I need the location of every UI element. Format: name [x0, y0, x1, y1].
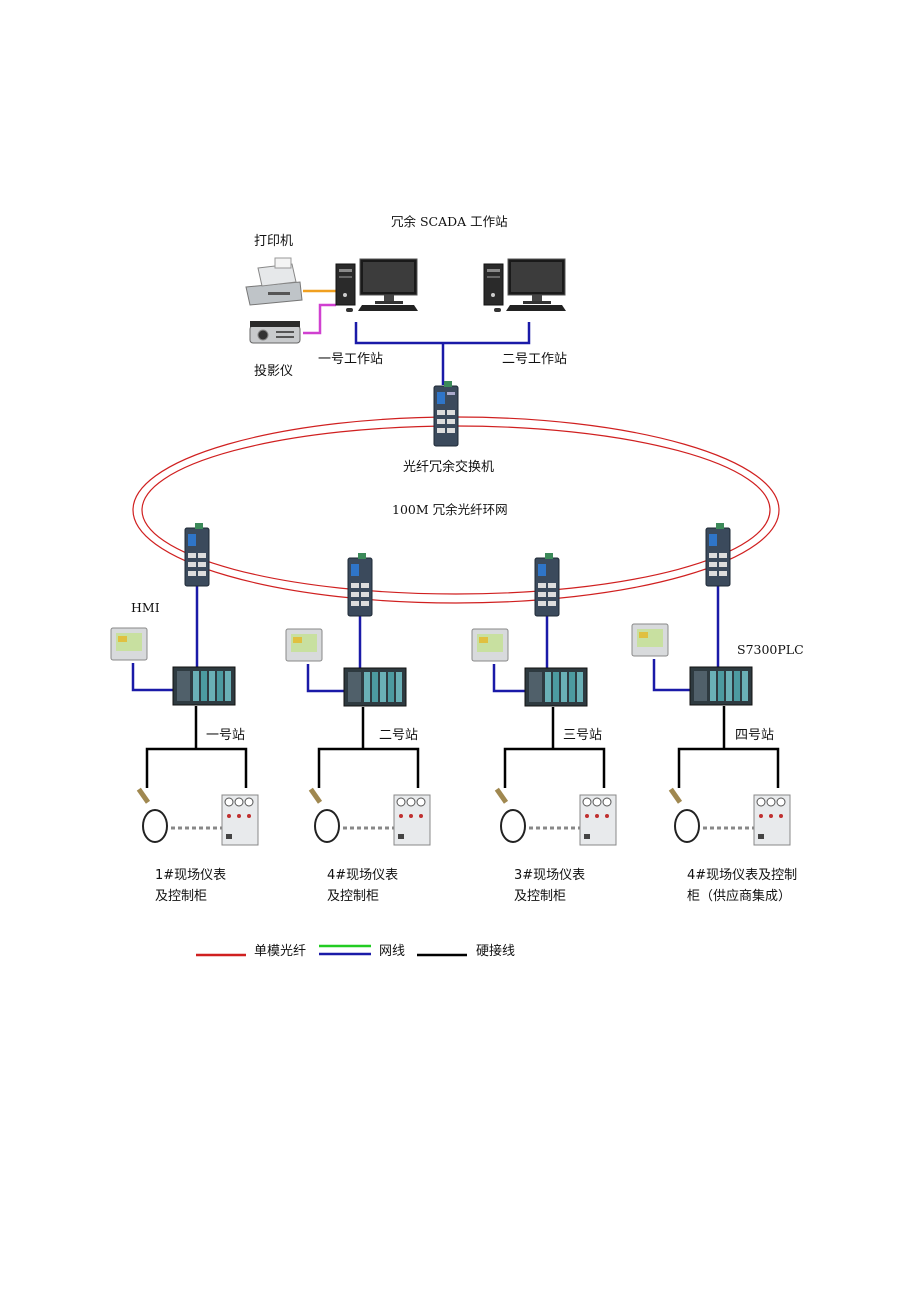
station-1	[110, 523, 259, 846]
station-4-hmi-icon	[631, 623, 669, 657]
station-2-switch-icon	[347, 553, 373, 617]
station-3-hmi-icon	[471, 628, 509, 662]
top-links	[303, 289, 531, 385]
station-4-field-label: 4#现场仪表及控制 柜（供应商集成）	[687, 865, 797, 907]
station-3-field-line2: 及控制柜	[514, 889, 567, 904]
station-2-hmi-link	[306, 664, 344, 693]
station-2-field-line1: 4#现场仪表	[327, 868, 399, 883]
station-3-hardwire-tree	[503, 747, 606, 788]
station-1-field-line1: 1#现场仪表	[155, 868, 227, 883]
station-4-name: 四号站	[735, 728, 775, 743]
printer-label: 打印机	[254, 234, 294, 249]
station-4-hardwire-tree	[677, 747, 780, 788]
workstation-1-label: 一号工作站	[318, 352, 384, 367]
station-1-name: 一号站	[206, 728, 246, 743]
station-3-switch-icon	[534, 553, 560, 617]
workstation-1-icon	[335, 258, 418, 312]
station-4-field-line1: 4#现场仪表及控制	[687, 868, 798, 883]
station-3-name: 三号站	[563, 728, 603, 743]
stations-layer	[110, 523, 791, 846]
station-1-field-line2: 及控制柜	[155, 889, 208, 904]
station-4-sensor-icon	[668, 787, 700, 843]
station-1-switch-icon	[184, 523, 210, 587]
workstation-2-icon	[483, 258, 566, 312]
core-switch-icon	[433, 381, 459, 447]
station-1-plc-icon	[172, 666, 236, 706]
station-1-hardwire-tree	[145, 747, 248, 788]
station-4-field-line2: 柜（供应商集成）	[687, 889, 792, 904]
station-3-plc-icon	[524, 667, 588, 707]
station-2-field-line2: 及控制柜	[327, 889, 380, 904]
station-2-hmi-icon	[285, 628, 323, 662]
station-1-hmi-icon	[110, 627, 148, 661]
station-3-hmi-link	[492, 664, 525, 693]
station-1-hmi-link	[131, 663, 173, 692]
station-4	[631, 523, 791, 846]
legend-fiber-label: 单模光纤	[254, 944, 307, 959]
station-1-sensor-icon	[136, 787, 168, 843]
ring-label: 100M 冗余光纤环网	[392, 502, 508, 517]
station-3	[471, 553, 617, 846]
station-3-field-label: 3#现场仪表 及控制柜	[514, 865, 585, 907]
workstation-lan	[354, 322, 531, 345]
plc-label: S7300PLC	[737, 642, 804, 657]
core-switch-label: 光纤冗余交换机	[403, 460, 495, 475]
station-2	[285, 553, 431, 846]
station-3-cabinet-icon	[579, 794, 617, 846]
station-4-plc-icon	[689, 666, 753, 706]
station-3-sensor-icon	[494, 787, 526, 843]
station-4-cabinet-icon	[753, 794, 791, 846]
legend-hardwire-label: 硬接线	[476, 944, 516, 959]
hmi-label: HMI	[131, 600, 160, 615]
projector-link	[303, 303, 336, 335]
station-2-cabinet-icon	[393, 794, 431, 846]
projector-icon	[249, 321, 301, 344]
station-1-cabinet-icon	[221, 794, 259, 846]
legend-swatches	[196, 944, 467, 957]
station-2-plc-icon	[343, 667, 407, 707]
station-2-sensor-icon	[308, 787, 340, 843]
workstation-2-label: 二号工作站	[502, 352, 568, 367]
scada-title: 冗余 SCADA 工作站	[391, 214, 508, 229]
station-4-hmi-link	[652, 659, 690, 692]
legend-network-label: 网线	[379, 944, 406, 959]
station-2-field-label: 4#现场仪表 及控制柜	[327, 865, 398, 907]
projector-label: 投影仪	[254, 364, 294, 379]
station-2-hardwire-tree	[317, 747, 420, 788]
station-3-field-line1: 3#现场仪表	[514, 868, 586, 883]
station-2-name: 二号站	[379, 728, 419, 743]
printer-icon	[245, 257, 303, 306]
station-4-switch-icon	[705, 523, 731, 587]
station-1-field-label: 1#现场仪表 及控制柜	[155, 865, 226, 907]
